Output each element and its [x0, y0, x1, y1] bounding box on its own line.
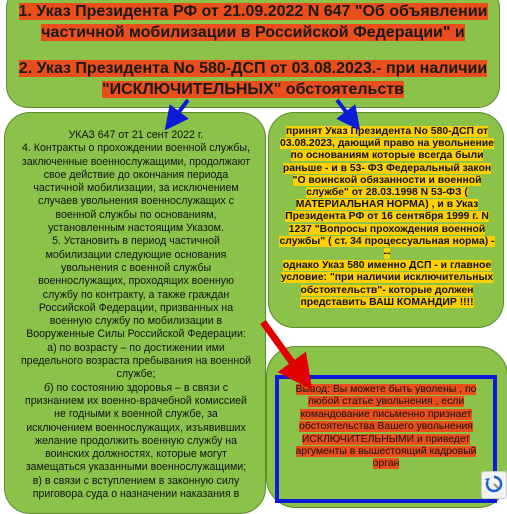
right-card-line: 03.08.2023, дающий право на увольнение	[280, 138, 494, 150]
conclusion-line: ИСКЛЮЧИТЕЛЬНЫМИ и приведет	[301, 433, 471, 445]
left-card-line: службе;	[116, 368, 156, 381]
recaptcha-badge-icon[interactable]	[481, 471, 507, 499]
left-card-text: УКАЗ 647 от 21 сент 2022 г. 4. Контракты…	[11, 129, 261, 501]
conclusion-line: орган	[372, 458, 400, 470]
left-card-line: службу по контракту, а также граждан	[42, 288, 230, 301]
left-card-line: в) в связи с вступлением в законную силу	[32, 474, 240, 487]
right-card-line: условие: "при наличии исключительных	[280, 272, 494, 284]
left-card-line: установленным настоящим Указом.	[48, 222, 224, 235]
conclusion-text: Вывод: Вы можете быть уволены , по любой…	[283, 384, 489, 471]
right-card-line: 1237 "Вопросы прохождения военной	[288, 223, 486, 235]
blue-arrow-left-icon	[164, 98, 190, 131]
conclusion-line: командование письменно признает	[300, 408, 472, 420]
left-card-line: военнослужащих, проходящих военную	[38, 275, 234, 288]
right-card-line: принят Указ Президента No 580-ДСП от	[285, 126, 489, 137]
header-line-2: частичной мобилизации в Российской Федер…	[41, 24, 465, 41]
left-card-line: увольнения с военной службы	[60, 261, 212, 274]
right-card-text: принят Указ Президента No 580-ДСП от 03.…	[279, 126, 495, 309]
header-line-1: 1. Указ Президента РФ от 21.09.2022 N 64…	[18, 3, 488, 20]
right-card-line: по основаниям которые всегда были	[290, 150, 484, 162]
left-card-line: заключенные военнослужащими, продолжают	[21, 155, 251, 168]
left-card-line: приговора суда о назначении наказания в	[32, 488, 240, 501]
left-card-line: б) по состоянию здоровья – в связи с	[43, 381, 228, 394]
header-line-4: "ИСКЛЮЧИТЕЛЬНЫХ" обстоятельств	[102, 81, 404, 98]
right-card-line: однако Указ 580 именно ДСП - и главное	[282, 260, 492, 272]
left-card-line: а) по возрасту – по достижении ими	[47, 341, 225, 354]
left-card-line: желание продолжить военную службу на	[34, 434, 238, 447]
right-card-line: службе" от 28.03.1998 N 53-ФЗ (	[306, 187, 468, 199]
left-card-line: Вооруженные Силы Российской Федерации:	[26, 328, 246, 341]
right-card-line: обстоятельств"- которые должен	[300, 284, 474, 296]
right-card-line: представить ВАШ КОМАНДИР !!!!	[300, 296, 474, 308]
left-card-line: военной службы по основаниям,	[55, 208, 217, 221]
header-bubble: 1. Указ Президента РФ от 21.09.2022 N 64…	[6, 0, 500, 108]
right-card-line: МАТЕРИАЛЬНАЯ НОРМА) , и в Указ	[295, 199, 479, 211]
right-card-ukaz-580: принят Указ Президента No 580-ДСП от 03.…	[268, 112, 504, 328]
left-card-line: замещаться указанными военнослужащими;	[25, 461, 247, 474]
left-card-line: случаев увольнения военнослужащих с	[38, 195, 234, 208]
left-card-line: УКАЗ 647 от 21 сент 2022 г.	[68, 129, 204, 141]
right-card-line: "О воинской обязанности и военной	[292, 174, 482, 186]
left-card-line: исключением военнослужащих, изъявивших	[26, 421, 246, 434]
left-card-line: военную службу по мобилизации в	[49, 315, 223, 328]
header-line-3: 2. Указ Президента No 580-ДСП от 03.08.2…	[18, 60, 488, 77]
red-arrow-icon	[260, 319, 313, 391]
right-card-line: Президента РФ от 16 сентября 1999 г. N	[285, 211, 489, 223]
left-card-ukaz-647: УКАЗ 647 от 21 сент 2022 г. 4. Контракты…	[4, 112, 266, 514]
left-card-line: не годными к военной службе, за	[54, 408, 218, 421]
arrows-layer	[164, 98, 361, 391]
left-card-line: воинских должностях, которые могут	[45, 448, 227, 461]
left-card-line: частичной мобилизации, за исключением	[33, 182, 239, 195]
left-card-line: 5. Установить в период частичной	[52, 235, 220, 248]
right-card-line: раньше - и в 53- ФЗ Федеральный закон	[282, 162, 492, 174]
left-card-line: Российской Федерации, призванных на	[38, 301, 234, 314]
left-card-line: мобилизации следующие основания	[45, 248, 227, 261]
conclusion-line: любой статье увольнения , если	[307, 396, 465, 408]
left-card-line: предельного возраста пребывания на военн…	[20, 355, 252, 368]
left-card-line: свое действие до окончания периода	[43, 168, 229, 181]
left-card-line: признанием их военно-врачебной комиссией	[25, 394, 247, 407]
conclusion-line: обстоятельства Вашего увольнения	[299, 421, 473, 433]
blue-arrow-right-icon	[335, 98, 361, 131]
conclusion-line: аргументы в вышестоящий кадровый	[295, 446, 477, 458]
left-card-line: 4. Контракты о прохождении военной служб…	[22, 142, 250, 155]
conclusion-box: Вывод: Вы можете быть уволены , по любой…	[275, 375, 497, 503]
conclusion-line: Вывод: Вы можете быть уволены , по	[295, 384, 477, 395]
